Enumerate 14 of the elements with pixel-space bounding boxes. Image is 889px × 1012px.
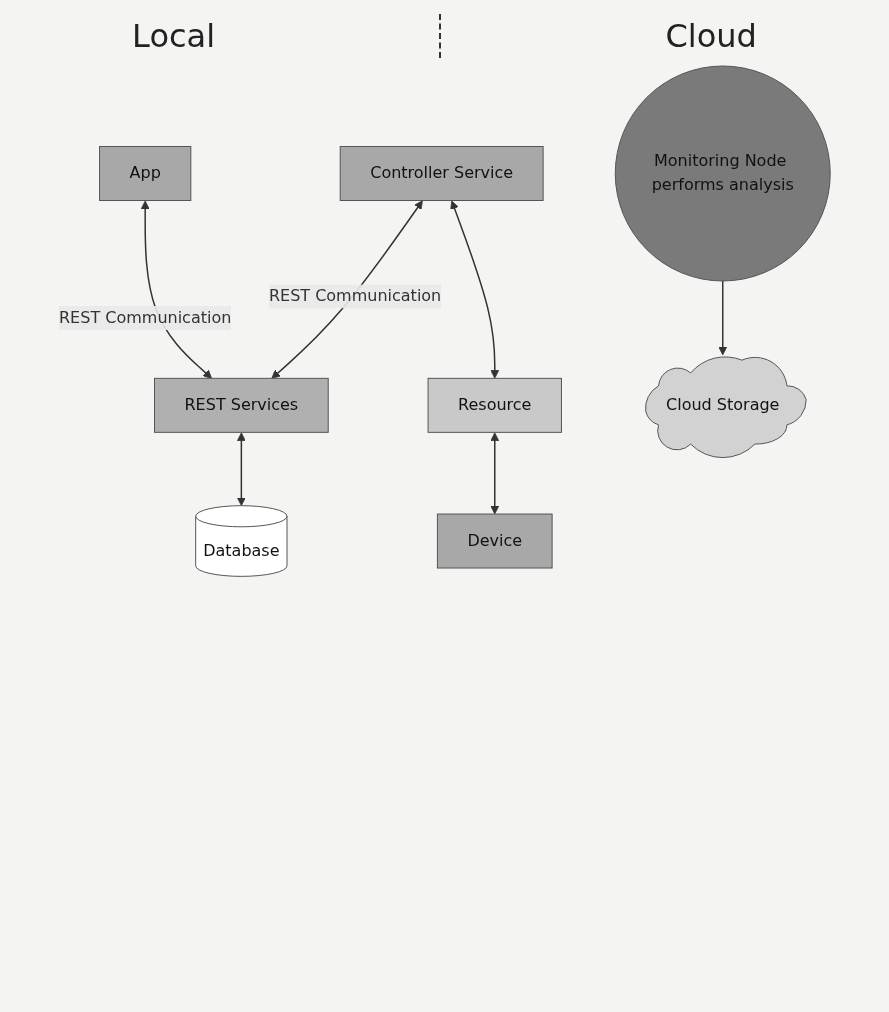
- node-box: Controller Service: [339, 146, 544, 201]
- section-heading: Cloud: [665, 17, 757, 55]
- arrow: [236, 432, 246, 507]
- node-circle: Monitoring Node performs analysis: [614, 65, 831, 282]
- section-heading: Local: [132, 17, 216, 55]
- arrow: [718, 280, 727, 356]
- edge-label: REST Communication: [58, 307, 232, 327]
- node-box: REST Services: [153, 377, 329, 433]
- arrow: [450, 200, 500, 379]
- edge-label: REST Communication: [268, 286, 442, 306]
- node-box: Resource: [427, 377, 562, 433]
- arrow: [490, 432, 500, 515]
- node-box: Device: [436, 513, 553, 569]
- node-box: App: [98, 146, 192, 201]
